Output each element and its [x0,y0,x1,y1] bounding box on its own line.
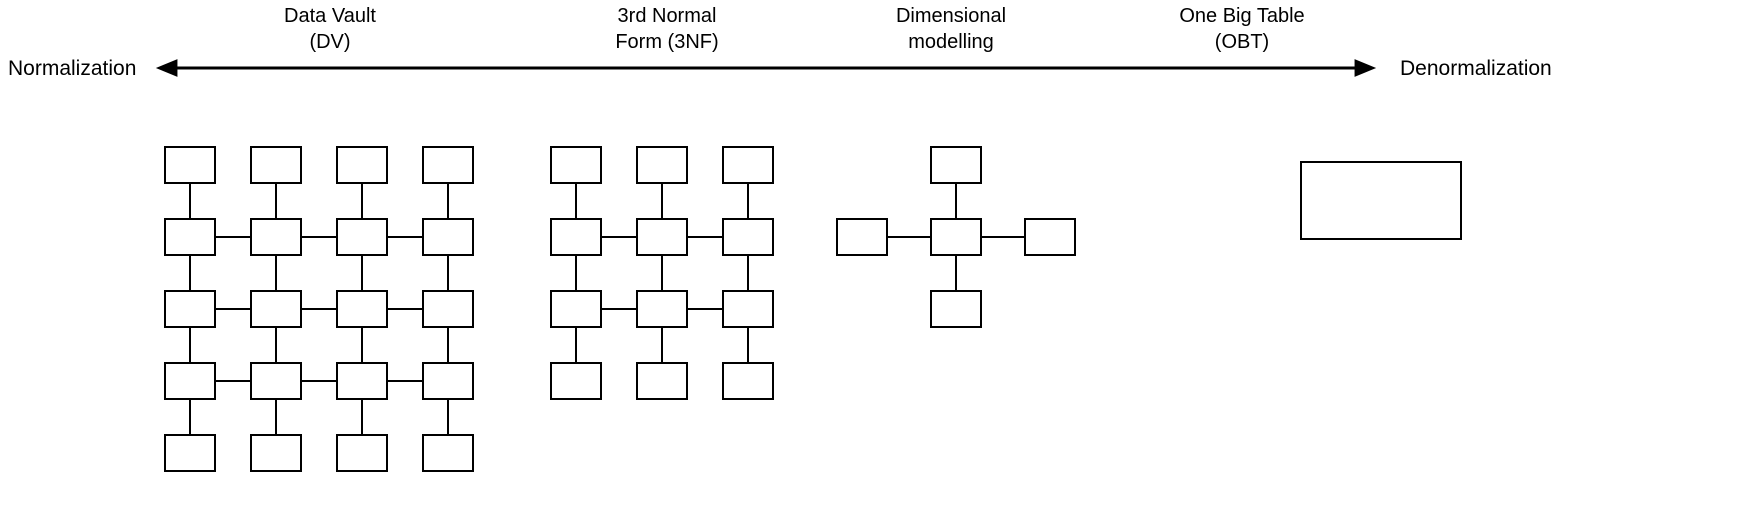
connector-vertical [747,184,749,218]
connector-vertical [747,328,749,362]
column-header-one-big-table: One Big Table (OBT) [1179,5,1305,53]
entity-box [550,218,602,256]
entity-box [722,362,774,400]
dimension-box-right [1024,218,1076,256]
axis-label-denormalization: Denormalization [1400,57,1552,80]
entity-box [550,146,602,184]
connector-horizontal [302,308,336,310]
connector-vertical [955,184,957,218]
entity-box [636,290,688,328]
connector-horizontal [216,380,250,382]
connector-horizontal [688,308,722,310]
entity-box [250,146,302,184]
entity-box [164,218,216,256]
entity-box [164,146,216,184]
connector-vertical [447,256,449,290]
connector-horizontal [982,236,1024,238]
connector-vertical [275,256,277,290]
connector-vertical [275,328,277,362]
entity-box [336,146,388,184]
connector-vertical [447,400,449,434]
connector-vertical [447,328,449,362]
connector-vertical [189,328,191,362]
connector-horizontal [602,236,636,238]
connector-vertical [275,184,277,218]
connector-vertical [661,328,663,362]
entity-box [422,218,474,256]
entity-box [722,218,774,256]
connector-vertical [275,400,277,434]
dimension-box-top [930,146,982,184]
connector-horizontal [602,308,636,310]
connector-vertical [575,184,577,218]
connector-vertical [189,256,191,290]
entity-box [336,362,388,400]
connector-vertical [661,184,663,218]
entity-box [722,146,774,184]
entity-box [164,290,216,328]
connector-vertical [447,184,449,218]
connector-horizontal [688,236,722,238]
entity-box [422,434,474,472]
connector-vertical [361,256,363,290]
entity-box [164,362,216,400]
connector-horizontal [388,380,422,382]
entity-box [422,290,474,328]
one-big-table-box [1300,161,1462,240]
connector-vertical [575,256,577,290]
entity-box [550,362,602,400]
entity-box [250,434,302,472]
dimension-box-left [836,218,888,256]
connector-horizontal [302,236,336,238]
column-header-dimensional-modelling: Dimensional modelling [895,5,1007,53]
entity-box [636,362,688,400]
entity-box [250,290,302,328]
entity-box [722,290,774,328]
entity-box [336,290,388,328]
connector-vertical [575,328,577,362]
connector-vertical [189,400,191,434]
connector-vertical [661,256,663,290]
connector-horizontal [388,308,422,310]
connector-vertical [361,328,363,362]
connector-vertical [189,184,191,218]
connector-vertical [955,256,957,290]
entity-box [422,362,474,400]
connector-horizontal [216,308,250,310]
column-header-data-vault: Data Vault (DV) [284,5,376,53]
connector-vertical [361,400,363,434]
entity-box [164,434,216,472]
entity-box [250,218,302,256]
entity-box [636,218,688,256]
connector-horizontal [888,236,930,238]
entity-box [336,434,388,472]
entity-box [250,362,302,400]
fact-box [930,218,982,256]
double-headed-arrow-icon [155,59,1377,77]
entity-box [336,218,388,256]
connector-vertical [361,184,363,218]
entity-box [550,290,602,328]
connector-horizontal [302,380,336,382]
connector-horizontal [216,236,250,238]
connector-vertical [747,256,749,290]
entity-box [636,146,688,184]
connector-horizontal [388,236,422,238]
dimension-box-bottom [930,290,982,328]
entity-box [422,146,474,184]
column-header-third-normal-form: 3rd Normal Form (3NF) [615,5,719,53]
axis-label-normalization: Normalization [8,57,137,80]
